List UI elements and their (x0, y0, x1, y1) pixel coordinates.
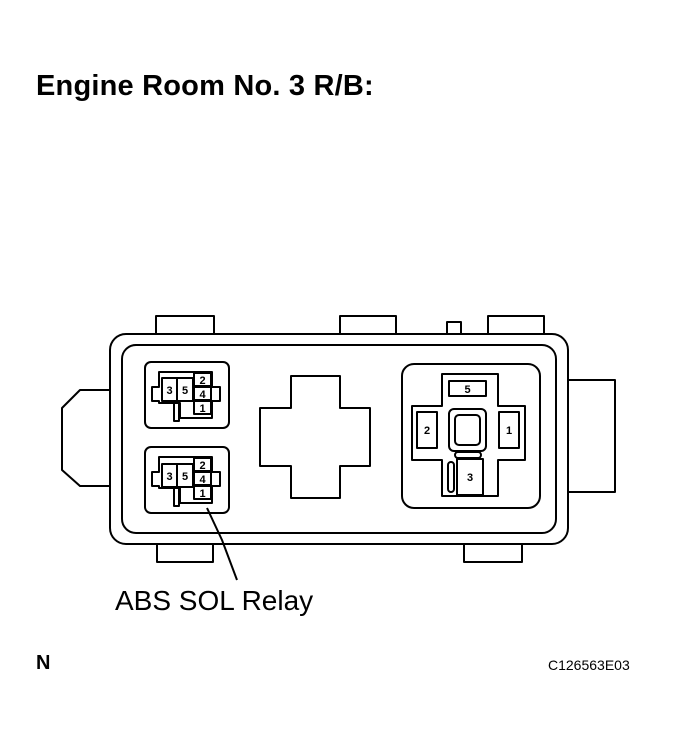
callout-label: ABS SOL Relay (115, 585, 314, 616)
terminal-label: 2 (199, 460, 205, 472)
terminal-label: 4 (199, 474, 206, 486)
top-tab-right (487, 315, 545, 335)
small-relay-top-pin-stub (173, 402, 180, 422)
large-relay-housing (401, 363, 541, 509)
terminal-label: 3 (166, 471, 172, 483)
terminal-label: 1 (199, 488, 205, 500)
terminal-label: 1 (506, 425, 512, 437)
terminal-label: 5 (182, 385, 188, 397)
relay-block-inner (121, 344, 557, 534)
terminal-label: 4 (199, 389, 206, 401)
large-relay-slot-1 (498, 411, 520, 449)
small-relay-bottom-housing (144, 446, 230, 514)
callout-leader-line (206, 507, 238, 581)
terminal-label: 2 (199, 375, 205, 387)
empty-relay-cavity (259, 375, 371, 499)
bottom-tab-right (463, 543, 523, 563)
top-tab-small (446, 321, 462, 335)
large-relay-slot-2 (416, 411, 438, 449)
terminal-label: 2 (424, 425, 430, 437)
top-tab-left (155, 315, 215, 335)
terminal-label: 1 (199, 403, 205, 415)
large-relay-body (411, 373, 526, 497)
terminal-label: 5 (464, 384, 470, 396)
bottom-tab-left (156, 543, 214, 563)
large-relay-slot-3 (456, 458, 484, 496)
right-connector (567, 379, 616, 493)
large-relay-core-inner (454, 414, 481, 446)
large-relay-slot-5 (448, 380, 487, 397)
figure-code: C126563E03 (548, 657, 630, 673)
top-tab-middle (339, 315, 397, 335)
corner-letter: N (36, 652, 51, 674)
small-relay-top-housing (144, 361, 230, 429)
terminal-label: 3 (166, 385, 172, 397)
left-connector (61, 389, 110, 487)
diagram-title: Engine Room No. 3 R/B: (36, 70, 374, 102)
terminal-label: 3 (467, 472, 473, 484)
terminal-label: 5 (182, 471, 188, 483)
